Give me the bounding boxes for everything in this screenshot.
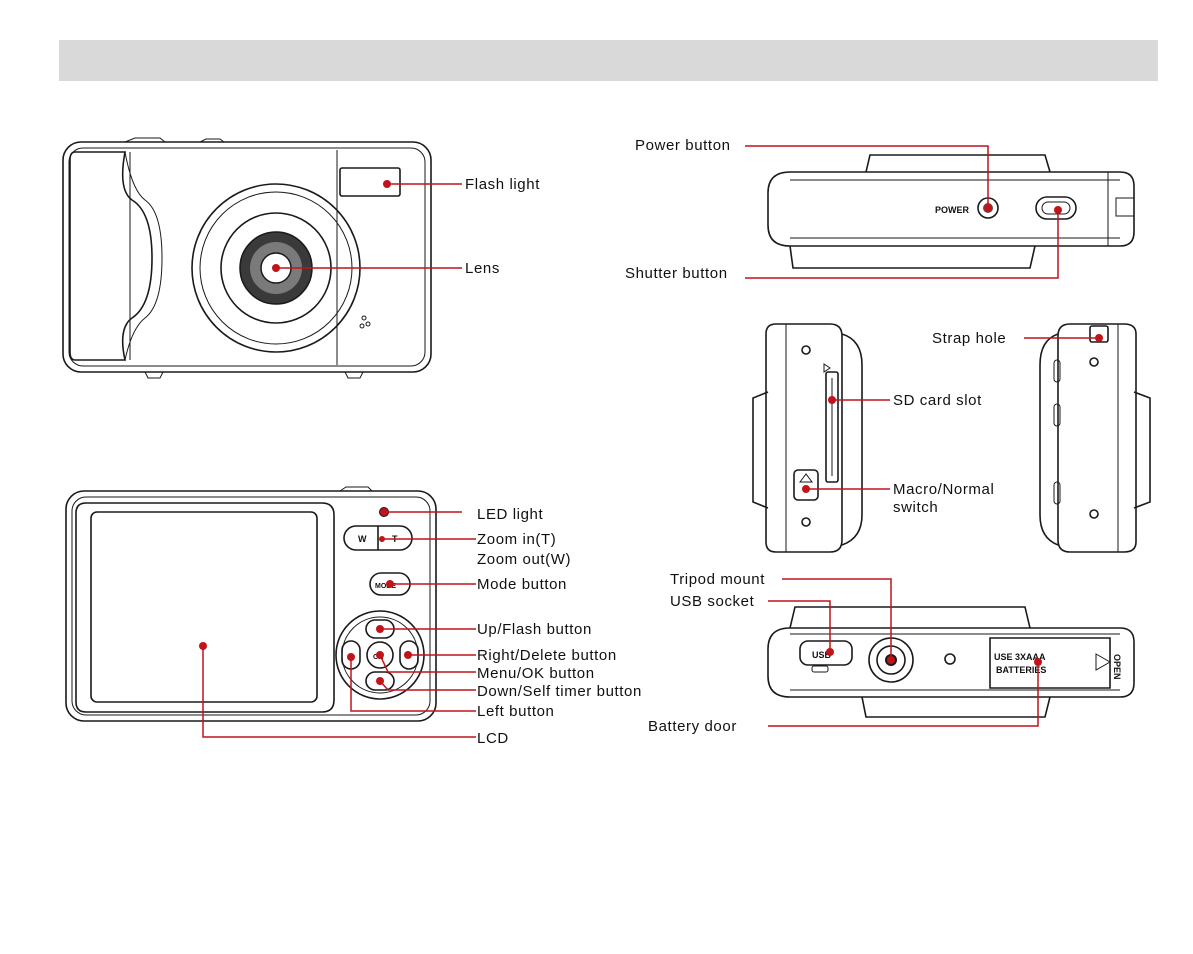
label-flash-light: Flash light <box>465 176 540 193</box>
battery-marking-2: BATTERIES <box>996 665 1046 675</box>
mode-marking: MODE <box>375 583 396 590</box>
camera-left-side-view <box>752 323 863 553</box>
camera-back-view: W T MODE OK <box>65 486 437 722</box>
label-right-delete: Right/Delete button <box>477 647 617 664</box>
usb-marking: USB <box>812 650 832 660</box>
label-lens: Lens <box>465 260 500 277</box>
shutter-button-icon <box>1035 196 1077 220</box>
camera-top-view: POWER <box>767 154 1135 269</box>
label-led-light: LED light <box>477 506 543 523</box>
label-zoom-in: Zoom in(T) <box>477 531 556 548</box>
label-battery-door: Battery door <box>648 718 737 735</box>
label-up-flash: Up/Flash button <box>477 621 592 638</box>
label-usb-socket: USB socket <box>670 593 755 610</box>
usb-socket-icon <box>799 640 853 666</box>
label-sd-card-slot: SD card slot <box>893 392 982 409</box>
battery-marking-1: USE 3XAAA <box>994 652 1046 662</box>
leader-lines <box>199 145 1103 738</box>
lcd-screen <box>90 511 318 703</box>
camera-front-view <box>62 137 432 379</box>
power-marking: POWER <box>935 205 970 215</box>
zoom-rocker: W T <box>343 525 413 551</box>
label-strap-hole: Strap hole <box>932 330 1006 347</box>
flash-window <box>339 167 401 197</box>
header-bar <box>59 40 1158 81</box>
sd-card-slot-icon <box>825 371 839 483</box>
label-tripod-mount: Tripod mount <box>670 571 765 588</box>
label-zoom-out: Zoom out(W) <box>477 551 571 568</box>
label-macro-switch: switch <box>893 499 938 516</box>
open-marking: OPEN <box>1112 654 1122 680</box>
macro-switch-icon <box>793 469 819 501</box>
label-mode-button: Mode button <box>477 576 567 593</box>
zoom-w-marking: W <box>358 534 367 544</box>
label-power-button: Power button <box>635 137 731 154</box>
battery-door-icon <box>989 637 1111 689</box>
label-macro-normal: Macro/Normal <box>893 481 994 498</box>
label-menu-ok: Menu/OK button <box>477 665 595 682</box>
label-down-self-timer: Down/Self timer button <box>477 683 642 700</box>
callout-labels: Flash light Lens Power button Shutter bu… <box>465 137 1006 747</box>
camera-right-side-view <box>1039 323 1151 553</box>
camera-bottom-view: USB USE 3XAAA BATTERIES OPEN <box>767 606 1135 718</box>
label-left-button: Left button <box>477 703 555 720</box>
label-lcd: LCD <box>477 730 509 747</box>
label-shutter-button: Shutter button <box>625 265 728 282</box>
